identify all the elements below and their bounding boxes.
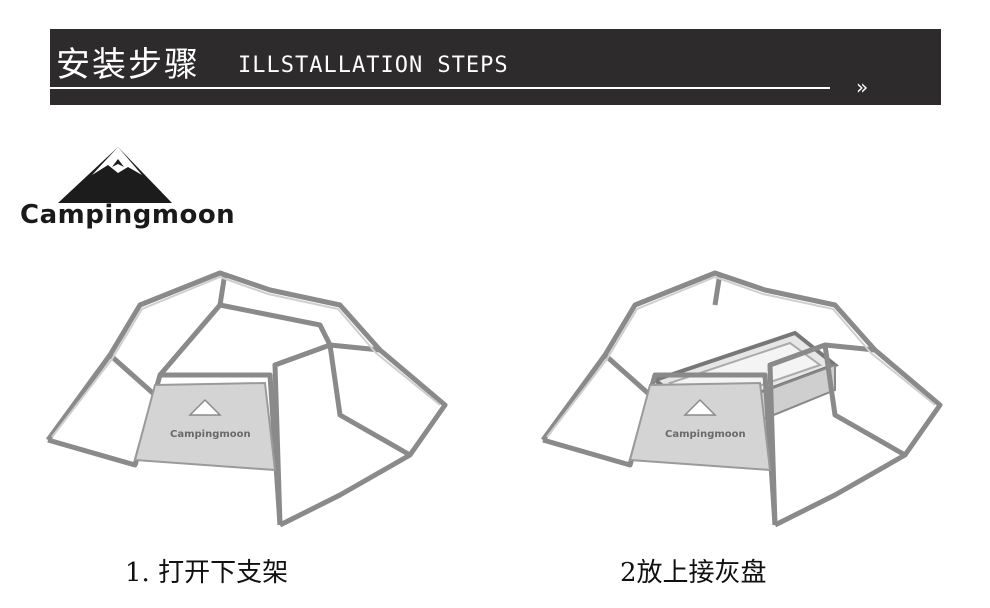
header-divider: [50, 87, 830, 89]
step-2-image: Campingmoon: [535, 265, 945, 535]
section-title-en: ILLSTALLATION STEPS: [238, 53, 509, 78]
brand-logo: Campingmoon: [20, 145, 236, 240]
section-header: 安装步骤 ILLSTALLATION STEPS »: [50, 29, 941, 105]
plate-logo-text: Campingmoon: [665, 429, 746, 440]
plate-logo-text: Campingmoon: [170, 429, 251, 440]
brand-name: Campingmoon: [20, 200, 236, 230]
stand-frame-illustration: Campingmoon: [45, 270, 448, 528]
step-2-caption: 2放上接灰盘: [620, 558, 767, 588]
section-title-cn: 安装步骤: [56, 45, 200, 85]
mountain-logo-icon: [58, 147, 172, 203]
step-1-caption: 1. 打开下支架: [125, 558, 289, 588]
double-chevron-icon: »: [856, 75, 869, 99]
step-1-image: Campingmoon: [40, 265, 450, 535]
stand-with-ash-tray-illustration: Campingmoon: [540, 270, 943, 528]
